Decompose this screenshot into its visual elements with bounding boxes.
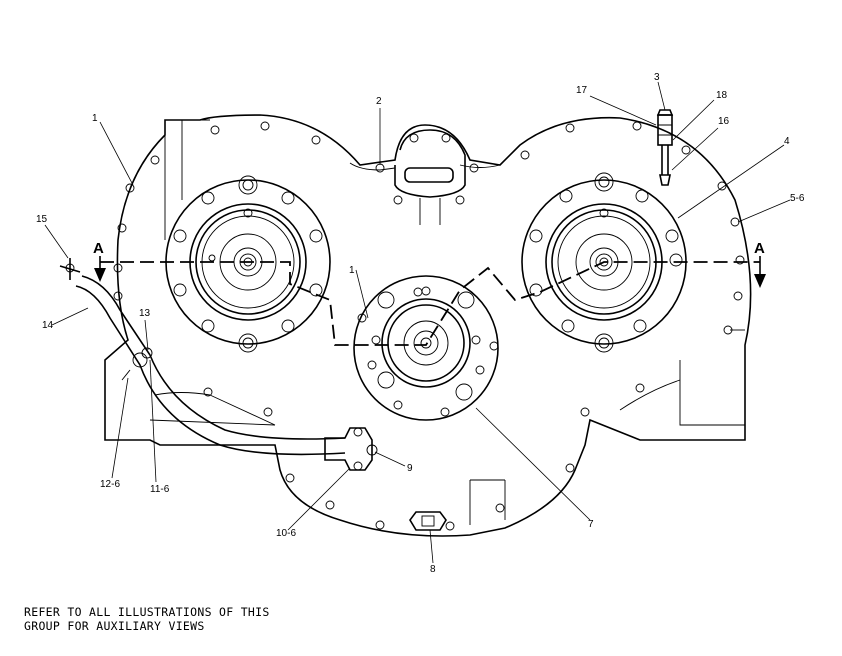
- callout-3: 3: [654, 72, 660, 83]
- callout-2: 2: [376, 96, 382, 107]
- callout-10-6: 10-6: [276, 528, 296, 539]
- callout-labels: 1 1 2 3 4 5-6 7 8 9 10-6 11-6 12-6 13 14…: [36, 72, 805, 575]
- callout-17: 17: [576, 85, 588, 96]
- left-gear-assembly: [165, 175, 331, 353]
- housing-outline: [104, 114, 752, 537]
- callout-15: 15: [36, 214, 48, 225]
- callout-9: 9: [407, 463, 413, 474]
- section-marker-left: A: [93, 240, 104, 257]
- drain-plug: [409, 511, 447, 531]
- callout-13: 13: [139, 308, 151, 319]
- callout-1-center: 1: [349, 265, 355, 276]
- callout-11-6: 11-6: [150, 484, 170, 495]
- section-line-a: [94, 256, 766, 346]
- callout-1-top-left: 1: [92, 113, 98, 124]
- callout-16: 16: [718, 116, 730, 127]
- oil-tube: [75, 275, 346, 456]
- leader-lines: [44, 81, 791, 564]
- section-marker-right: A: [754, 240, 765, 257]
- perimeter-bolts: [113, 121, 745, 531]
- tube-flange: [324, 427, 378, 471]
- callout-8: 8: [430, 564, 436, 575]
- breather-fitting: [59, 258, 81, 280]
- callout-18: 18: [716, 90, 728, 101]
- top-bracket: [375, 129, 479, 225]
- reference-note-line-1: REFER TO ALL ILLUSTRATIONS OF THIS: [24, 605, 270, 619]
- callout-7: 7: [588, 519, 594, 530]
- sensor-assembly: [656, 109, 674, 186]
- reference-note-line-2: GROUP FOR AUXILIARY VIEWS: [24, 619, 205, 633]
- callout-5-6: 5-6: [790, 193, 805, 204]
- callout-12-6: 12-6: [100, 479, 120, 490]
- callout-4: 4: [784, 136, 790, 147]
- callout-14: 14: [42, 320, 54, 331]
- center-gear-assembly: [353, 275, 499, 421]
- reference-note: REFER TO ALL ILLUSTRATIONS OF THIS GROUP…: [24, 605, 270, 633]
